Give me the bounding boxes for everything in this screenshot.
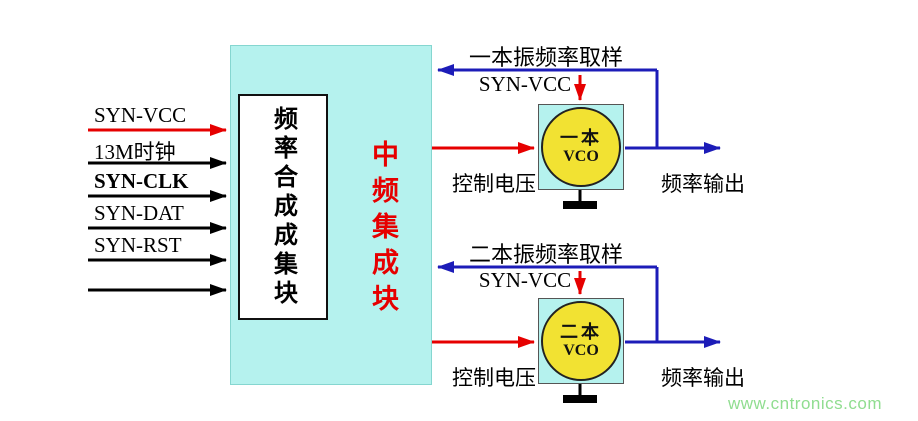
vco2-circle: 二本 VCO [541, 301, 621, 381]
input-label-13m-clock: 13M时钟 [94, 140, 176, 164]
input-label-syn-clk: SYN-CLK [94, 169, 189, 193]
vco1-output-label: 频率输出 [661, 172, 745, 196]
vco1-circle: 一本 VCO [541, 107, 621, 187]
vco2-block: 二本 VCO [538, 298, 624, 384]
vco1-ground-bar [563, 201, 597, 209]
input-label-syn-vcc: SYN-VCC [94, 103, 187, 127]
if-block-label: 中频集成块 [368, 140, 398, 320]
vco1-name: 一本 [560, 127, 602, 148]
vco2-sample-label: 二本振频率取样 [468, 242, 623, 267]
watermark: www.cntronics.com [728, 394, 882, 413]
vco1-control-label: 控制电压 [452, 172, 536, 196]
input-label-syn-dat: SYN-DAT [94, 201, 184, 225]
frequency-synth-block: 频率合成成集块 [238, 94, 328, 320]
vco2-type: VCO [563, 342, 599, 360]
vco2-name: 二本 [560, 321, 602, 342]
vco2-output-label: 频率输出 [661, 366, 745, 390]
vco1-supply-label: SYN-VCC [478, 72, 572, 96]
input-label-syn-rst: SYN-RST [94, 233, 182, 257]
vco1-sample-label: 一本振频率取样 [468, 45, 623, 70]
frequency-synth-label: 频率合成成集块 [269, 105, 296, 309]
vco2-control-label: 控制电压 [452, 366, 536, 390]
vco2-ground-bar [563, 395, 597, 403]
vco2-supply-label: SYN-VCC [478, 268, 572, 292]
vco1-block: 一本 VCO [538, 104, 624, 190]
vco1-type: VCO [563, 148, 599, 166]
